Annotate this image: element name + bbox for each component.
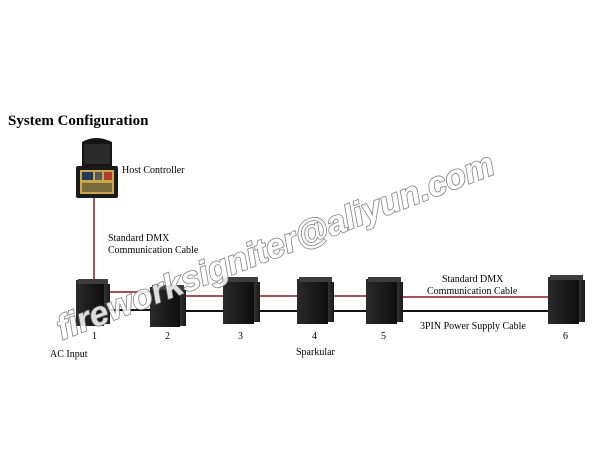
dmx-label-2-line1: Standard DMX <box>442 274 504 285</box>
device-number: 1 <box>92 331 97 342</box>
sparkular-label: Sparkular <box>296 347 336 358</box>
device-5-top <box>368 277 401 282</box>
device-6-side <box>577 280 585 322</box>
device-3-body <box>223 279 254 324</box>
device-1-side <box>102 284 110 324</box>
device-1-top <box>78 279 108 284</box>
device-number: 3 <box>238 331 243 342</box>
device-4-top <box>299 277 332 282</box>
device-2-body <box>150 287 180 327</box>
page-title: System Configuration <box>8 113 149 129</box>
device-4-side <box>326 282 334 322</box>
power-cable-label: 3PIN Power Supply Cable <box>420 321 526 332</box>
device-number: 4 <box>312 331 317 342</box>
device-number: 6 <box>563 331 568 342</box>
device-2-side <box>178 290 186 326</box>
device-1-body <box>76 280 104 326</box>
device-6-body <box>548 277 579 324</box>
device-3 <box>223 277 260 324</box>
device-5-side <box>395 282 403 322</box>
device-2 <box>150 285 186 327</box>
device-6 <box>548 275 585 324</box>
device-4 <box>297 277 334 324</box>
dmx-label-1-line1: Standard DMX <box>108 233 170 244</box>
device-3-side <box>252 282 260 322</box>
ac-input-label: AC Input <box>50 349 88 360</box>
dmx-label-2-line2: Communication Cable <box>427 286 518 297</box>
device-number: 2 <box>165 331 170 342</box>
device-3-top <box>225 277 258 282</box>
device-1 <box>76 279 110 326</box>
device-6-top <box>550 275 583 280</box>
device-5 <box>366 277 403 324</box>
device-5-body <box>366 279 397 324</box>
device-4-body <box>297 279 328 324</box>
device-number: 5 <box>381 331 386 342</box>
dmx-label-1-line2: Communication Cable <box>108 245 199 256</box>
host-controller-label: Host Controller <box>122 165 185 176</box>
device-2-top <box>152 285 184 290</box>
cable-run <box>110 291 548 312</box>
host-controller-icon <box>76 138 118 198</box>
